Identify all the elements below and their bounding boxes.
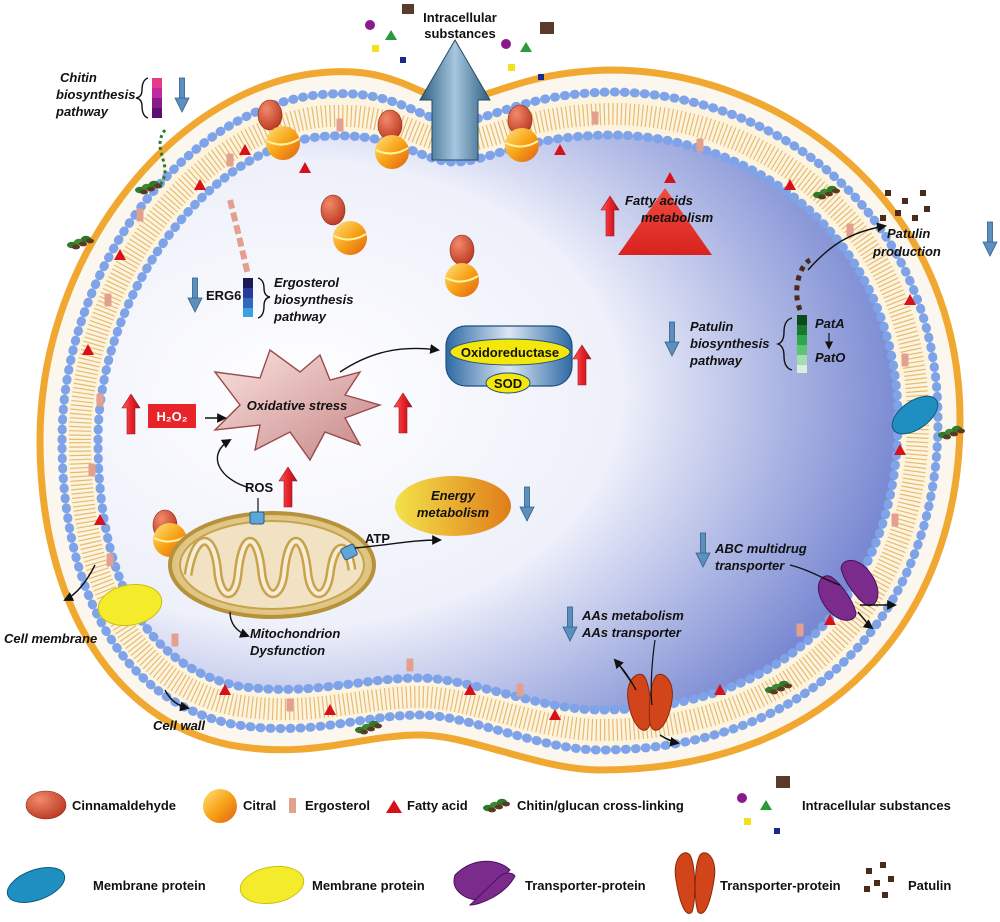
oxidoreductase-label: Oxidoreductase	[461, 345, 559, 360]
aas-label-1: AAs metabolism	[581, 608, 684, 623]
ergosterol-brace	[257, 277, 271, 319]
legend-fatty-acid: Fatty acid	[386, 798, 468, 813]
chitin-pathway-label-1: Chitin	[60, 70, 97, 85]
abc-pointer	[789, 564, 841, 586]
legend-intracellular-label: Intracellular substances	[802, 798, 951, 813]
patulin-chain	[794, 257, 812, 311]
legend-citral-label: Citral	[243, 798, 276, 813]
patulin-gene-bar	[797, 315, 807, 373]
patulin-pathway-label-1: Patulin	[690, 319, 733, 334]
ergosterol-pathway-label-2: biosynthesis	[274, 292, 353, 307]
oxidative-stress-label: Oxidative stress	[247, 398, 347, 413]
efflux-pillar	[419, 39, 491, 161]
membrane-protein-yellow	[97, 584, 163, 626]
ergosterol-pathway-label-1: Ergosterol	[274, 275, 339, 290]
abc-out-arrow-2	[857, 611, 874, 630]
patulin-brace	[775, 317, 793, 371]
ros-label: ROS	[245, 480, 274, 495]
cell-wall-arrow	[164, 689, 190, 712]
atp-label: ATP	[365, 531, 390, 546]
abc-label-1: ABC multidrug	[714, 541, 807, 556]
atp-arrow	[354, 535, 442, 549]
membrane-protein-blue	[891, 395, 939, 435]
aas-transporter	[627, 673, 673, 731]
oxidative-stress-burst	[213, 348, 383, 462]
chitin-pathway-label-3: pathway	[55, 104, 109, 119]
legend-chitin-label: Chitin/glucan cross-linking	[517, 798, 684, 813]
legend-transporter-1-label: Transporter-protein	[525, 878, 646, 893]
legend-membrane-protein-yellow: Membrane protein	[239, 865, 425, 905]
patulin-pathway-label-2: biosynthesis	[690, 336, 769, 351]
ros-arrow	[216, 438, 251, 489]
legend-fatty-acid-label: Fatty acid	[407, 798, 468, 813]
fatty-acids-triangle	[618, 188, 712, 255]
legend-membrane-protein-blue: Membrane protein	[6, 867, 206, 903]
abc-label-2: transporter	[715, 558, 785, 573]
chitin-gene-bar	[152, 78, 162, 118]
aas-in-arrow	[613, 658, 637, 691]
legend-patulin-label: Patulin	[908, 878, 951, 893]
intracellular-label-2: substances	[424, 26, 496, 41]
legend-transporter-2-label: Transporter-protein	[720, 878, 841, 893]
cell-membrane-label: Cell membrane	[4, 631, 97, 646]
legend-transporter-orange: Transporter-protein	[674, 852, 841, 914]
chitin-brace	[135, 77, 149, 119]
legend-cinnamaldehyde-label: Cinnamaldehyde	[72, 798, 176, 813]
sod-label: SOD	[494, 376, 522, 391]
intracellular-particles-top	[365, 4, 554, 80]
pat-a-label: PatA	[815, 316, 845, 331]
legend-ergosterol: Ergosterol	[289, 798, 370, 813]
legend-patulin: Patulin	[864, 862, 951, 898]
chitin-pathway-label-2: biosynthesis	[56, 87, 135, 102]
chitin-down-arrow	[174, 77, 190, 113]
ergosterol-chain	[227, 199, 251, 276]
chitin-crosslinks	[67, 129, 965, 735]
patulin-pathway-label-3: pathway	[689, 353, 743, 368]
h2o2-label: H₂O₂	[156, 409, 187, 424]
legend-cinnamaldehyde: Cinnamaldehyde	[25, 790, 176, 820]
oxidoreductase-cylinder	[445, 325, 573, 394]
patulin-production-down-arrow	[982, 221, 998, 257]
h2o2-box	[148, 404, 196, 428]
ergosterol-pathway-label-3: pathway	[273, 309, 327, 324]
energy-ellipse	[395, 476, 511, 536]
cell-membrane-arrow	[63, 564, 96, 601]
energy-label-1: Energy	[431, 488, 476, 503]
mitochondrion	[168, 511, 376, 619]
energy-label-2: metabolism	[417, 505, 490, 520]
pat-o-label: PatO	[815, 350, 845, 365]
patulin-production-label-1: Patulin	[887, 226, 930, 241]
aas-pointer	[650, 639, 656, 706]
aas-label-2: AAs transporter	[581, 625, 682, 640]
legend-ergosterol-label: Ergosterol	[305, 798, 370, 813]
legend-transporter-purple: Transporter-protein	[453, 860, 646, 906]
legend-intracellular: Intracellular substances	[737, 776, 951, 834]
mito-label-2: Dysfunction	[250, 643, 325, 658]
intracellular-label-1: Intracellular	[423, 10, 497, 25]
stress-to-ox-arrow	[339, 344, 440, 373]
legend-membrane-protein-2-label: Membrane protein	[312, 878, 425, 893]
aas-out-arrow	[659, 734, 680, 747]
cell-wall-label: Cell wall	[153, 718, 205, 733]
mito-label-1: Mitochondrion	[250, 626, 340, 641]
patulin-production-label-2: production	[872, 244, 941, 259]
patulin-export-arrow	[807, 222, 887, 271]
fatty-acids-label-1: Fatty acids	[625, 193, 693, 208]
ergosterol-gene-bar	[243, 278, 253, 317]
abc-transporter	[817, 559, 879, 621]
patulin-particles-top	[880, 190, 930, 221]
erg6-label: ERG6	[206, 288, 241, 303]
legend-chitin: Chitin/glucan cross-linking	[483, 798, 684, 813]
cell-interior	[93, 130, 903, 715]
legend-citral: Citral	[203, 789, 276, 823]
fatty-acids-label-2: metabolism	[641, 210, 714, 225]
legend: Cinnamaldehyde Citral Ergosterol Fatty a…	[6, 776, 951, 914]
mito-dysfunction-arrow	[229, 611, 250, 638]
legend-membrane-protein-1-label: Membrane protein	[93, 878, 206, 893]
